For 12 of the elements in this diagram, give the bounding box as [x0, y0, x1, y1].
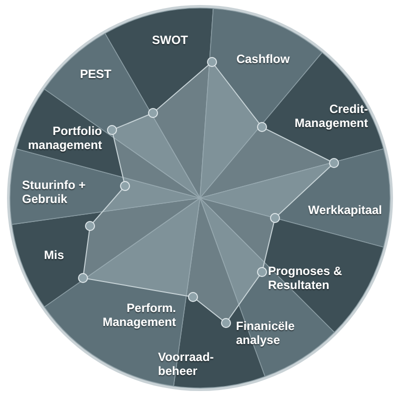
segment-label: Prognoses & Resultaten	[268, 264, 348, 292]
segment-label: Portfolio management	[14, 124, 102, 152]
segment-label: Werkkapitaal	[292, 203, 382, 217]
segment-label: SWOT	[150, 33, 190, 47]
segment-label: Mis	[44, 248, 74, 262]
segment-label: Stuurinfo + Gebruik	[22, 178, 102, 206]
segment-label: Perform. Management	[88, 301, 176, 329]
segment-label: Credit-Management	[286, 102, 368, 130]
segment-label: Cashflow	[228, 52, 298, 66]
segment-label: PEST	[80, 67, 120, 81]
segment-label: Voorraad-beheer	[158, 350, 216, 378]
segment-label: Finanicële analyse	[236, 319, 316, 347]
